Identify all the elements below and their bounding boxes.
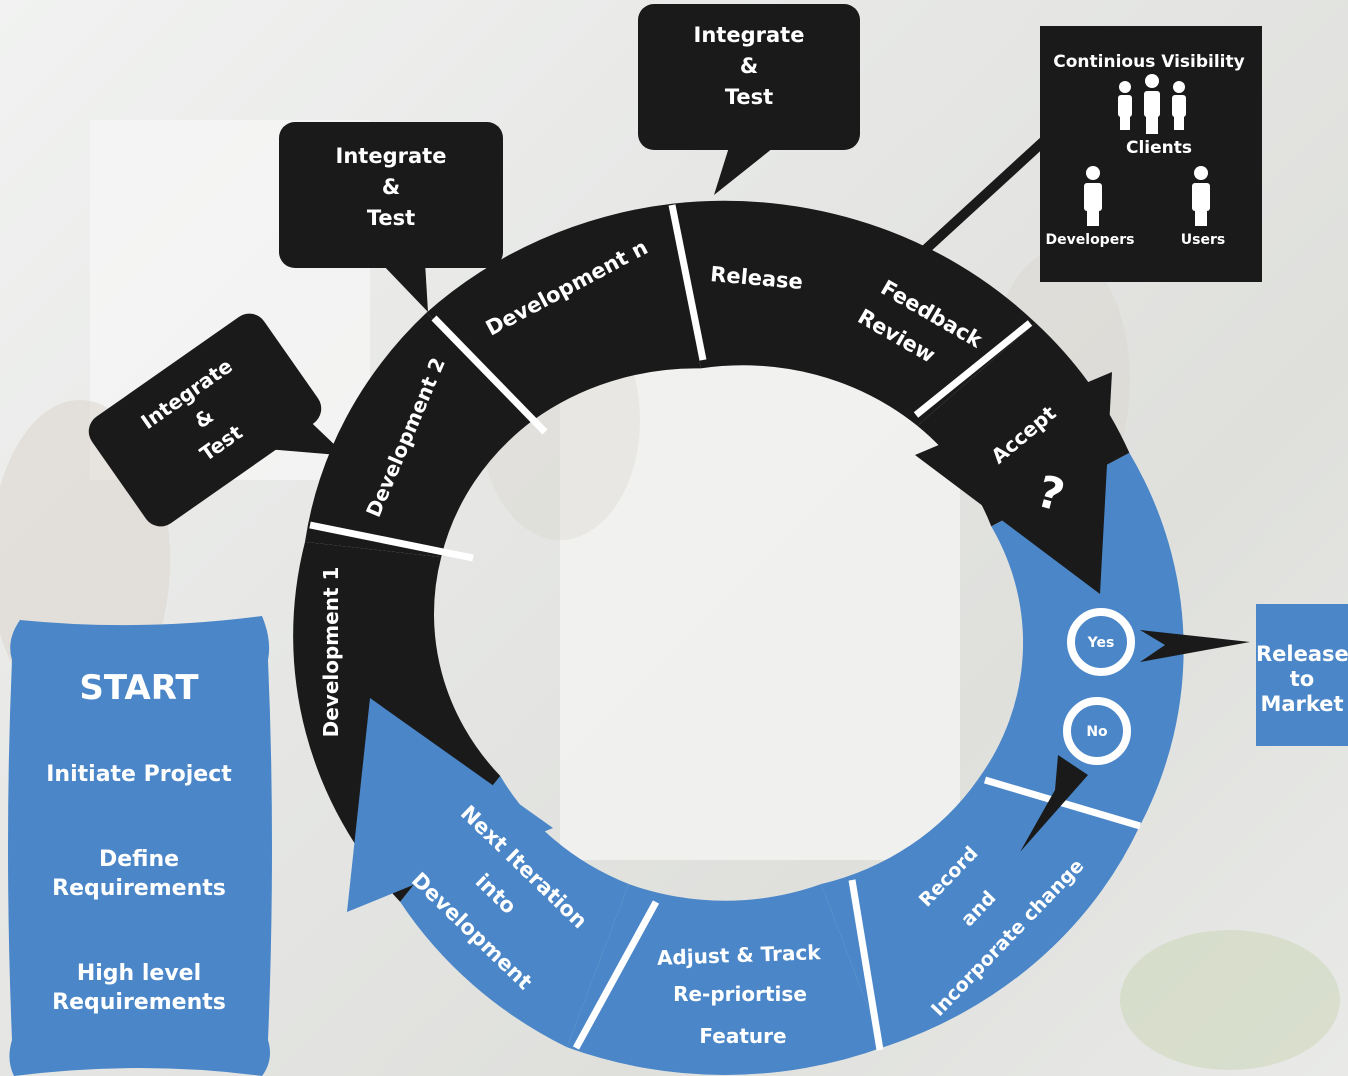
ring-segment-release-feedback [673,200,1036,426]
speech-bubble-3: Integrate & Test [638,4,860,195]
bubble-3-line2: & [740,54,758,78]
initiate-project-label: Initiate Project [46,762,232,787]
developer-person-icon [1084,166,1102,226]
define-label: Define [98,847,180,872]
clients-label: Clients [1126,138,1192,158]
high-level-label: High level [76,961,202,986]
no-indicator: No [1063,697,1131,765]
release-market-line1: Release [1256,642,1348,666]
bubble-3-line3: Test [725,85,773,109]
start-panel: START Initiate Project Define Requiremen… [8,612,270,1074]
developers-label: Developers [1046,232,1135,248]
bubble-2-line1: Integrate [336,144,447,168]
speech-bubble-2: Integrate & Test [279,122,503,312]
requirements-label: Requirements [52,876,226,901]
yes-label: Yes [1087,635,1115,651]
no-label: No [1086,724,1108,740]
high-level-requirements-label: Requirements [52,990,226,1015]
adjust-track-label: Adjust & Track [657,940,822,970]
visibility-panel: Continious Visibility Clients Developers… [1040,26,1262,282]
development-1-label: Development 1 [319,567,343,738]
next-iteration-arrowhead [347,698,553,912]
ring-segment-development-n [426,203,701,421]
bubble-3-line1: Integrate [694,23,805,47]
reprioritise-label: Re-priortise [673,982,807,1006]
bubble-2-line2: & [382,175,400,199]
start-title: START [79,668,199,708]
yes-indicator: Yes [1067,608,1135,676]
ring-segment-record-change [821,779,1140,1048]
feature-label: Feature [699,1024,786,1048]
release-market-line3: Market [1260,692,1344,716]
user-person-icon [1192,166,1210,226]
start-panel-shape [8,616,272,1076]
ring-segment-development-2 [305,312,533,558]
accept-arrowhead [915,372,1112,594]
users-label: Users [1181,232,1225,248]
visibility-title: Continious Visibility [1053,52,1244,72]
clients-icon [1118,74,1186,134]
no-arrow-icon [1020,755,1088,852]
ring-segment-adjust-track [567,884,883,1075]
bubble-2-line3: Test [367,206,415,230]
release-to-market-box: Release to Market [1256,604,1348,746]
release-market-line2: to [1289,667,1315,691]
yes-arrow-icon [1140,630,1250,662]
visibility-connector [921,136,1049,254]
